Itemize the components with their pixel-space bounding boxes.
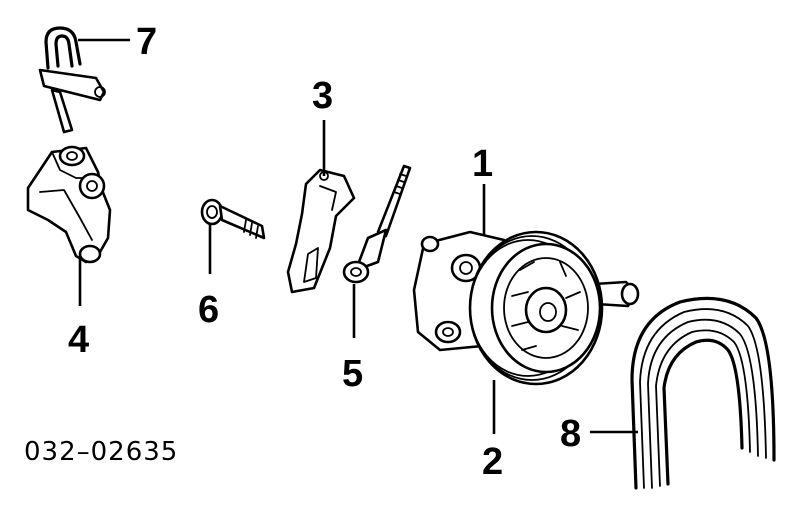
callout-6: 6	[198, 289, 219, 331]
callout-5: 5	[342, 353, 363, 395]
callout-2: 2	[482, 441, 503, 483]
callout-7: 7	[136, 21, 157, 63]
part-4-bracket	[26, 145, 112, 264]
part-3-adjust-bracket	[286, 168, 356, 294]
callout-3: 3	[312, 75, 333, 117]
part-6-bolt	[200, 198, 266, 240]
diagram-code: 032–02635	[24, 437, 178, 467]
part-2-pulley	[468, 230, 604, 386]
part-7-clamp	[38, 26, 106, 134]
callout-8: 8	[560, 413, 581, 455]
callout-1: 1	[472, 143, 493, 185]
part-8-belt	[630, 296, 776, 490]
callout-4: 4	[68, 319, 89, 361]
part-5-adjust-rod	[342, 164, 412, 284]
